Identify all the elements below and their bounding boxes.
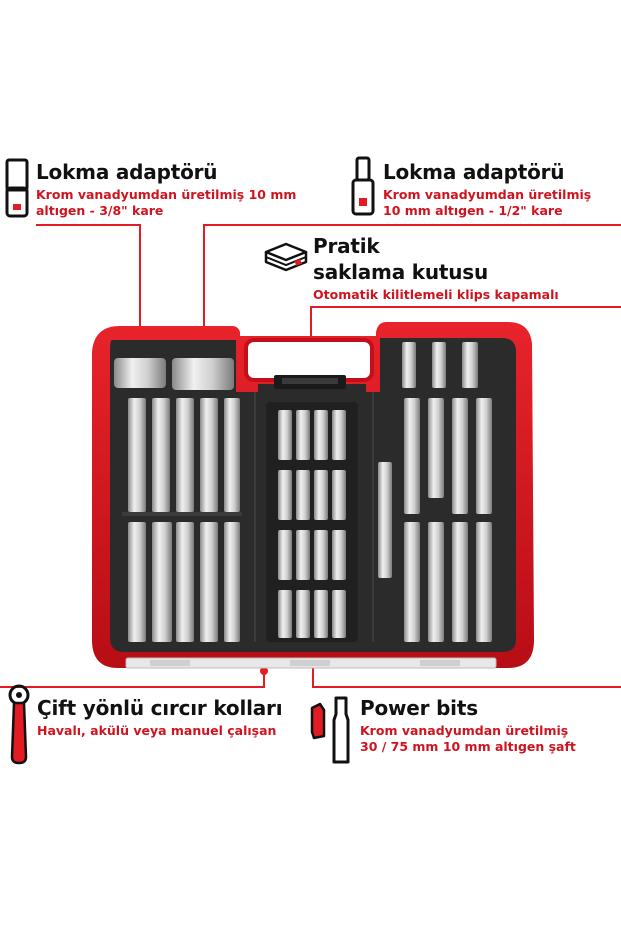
callout-power-bits: Power bits Krom vanadyumdan üretilmiş 30… — [360, 696, 618, 755]
callout-title: Lokma adaptörü — [36, 160, 218, 184]
callout-line: Otomatik kilitlemeli klips kapamalı — [313, 287, 559, 302]
callout-line: 10 mm altıgen - 1/2" kare — [383, 203, 563, 218]
callout-title: Çift yönlü cırcır kolları — [37, 696, 283, 720]
callout-line: Havalı, akülü veya manuel çalışan — [37, 723, 277, 738]
callout-title: Pratik — [313, 234, 380, 258]
connector-line — [0, 686, 265, 688]
connector-line — [139, 224, 141, 364]
socket-adapter-icon — [4, 158, 30, 220]
callout-line: Krom vanadyumdan üretilmiş 10 mm — [36, 187, 297, 202]
callout-title: saklama kutusu — [313, 260, 489, 284]
callout-title: Lokma adaptörü — [383, 160, 565, 184]
connector-line — [203, 224, 205, 364]
connector-line — [312, 686, 621, 688]
connector-line — [263, 670, 265, 688]
connector-dot — [260, 667, 268, 675]
callout-adapter-right: Lokma adaptörü Krom vanadyumdan üretilmi… — [383, 160, 618, 219]
connector-line — [36, 224, 140, 226]
callout-line: 30 / 75 mm 10 mm altıgen şaft — [360, 739, 576, 754]
callout-ratchet: Çift yönlü cırcır kolları Havalı, akülü … — [37, 696, 307, 739]
callout-title: Power bits — [360, 696, 478, 720]
callout-line: altıgen - 3/8" kare — [36, 203, 164, 218]
callout-storage: Pratik saklama kutusu Otomatik kilitleme… — [313, 234, 613, 303]
ratchet-handle-icon — [4, 683, 34, 765]
connector-line — [203, 224, 621, 226]
power-bit-icon — [306, 696, 354, 766]
storage-case-icon — [263, 238, 309, 276]
callout-line: Krom vanadyumdan üretilmiş — [360, 723, 569, 738]
socket-adapter-icon — [350, 156, 376, 218]
callout-adapter-left: Lokma adaptörü Krom vanadyumdan üretilmi… — [36, 160, 306, 219]
connector-line — [310, 306, 621, 308]
callout-line: Krom vanadyumdan üretilmiş — [383, 187, 592, 202]
